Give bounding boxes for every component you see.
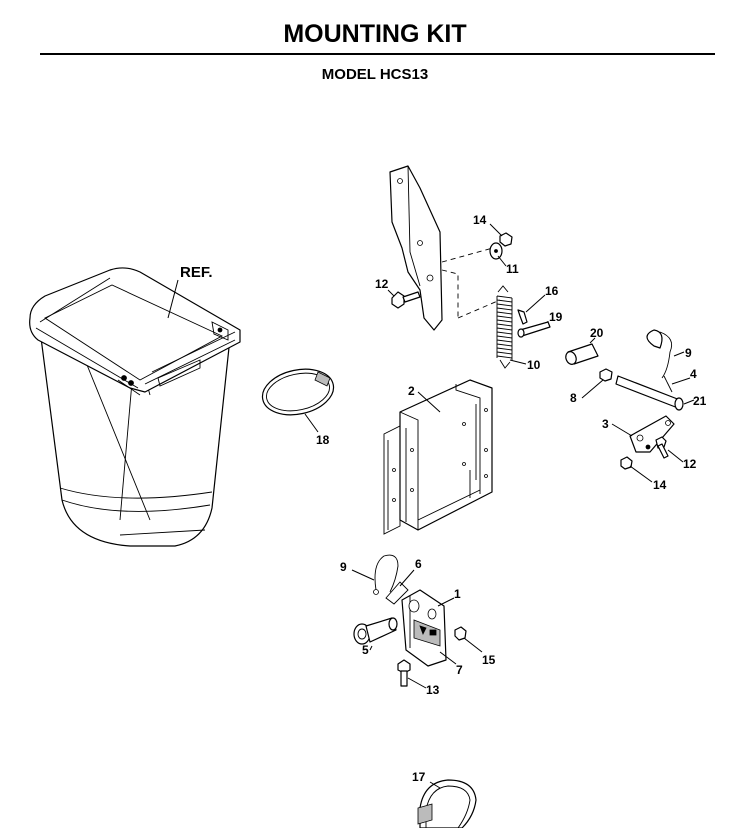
part-1-hitch-plate — [401, 589, 447, 667]
callout-21: 21 — [693, 394, 707, 408]
part-9-lanyard-upper — [646, 329, 673, 379]
callout-12-upper: 12 — [375, 277, 389, 291]
part-12-bolt-lower — [655, 436, 669, 459]
part-3-pivot-plate — [629, 415, 675, 453]
leader-9-lower — [351, 569, 375, 581]
leader-4 — [671, 377, 691, 385]
leader-9-upper — [673, 351, 685, 357]
leader-12-upper — [387, 289, 395, 297]
leader-14-upper — [489, 223, 503, 237]
part-10-spring — [496, 285, 513, 369]
part-16-pin — [517, 309, 528, 325]
callout-14-upper: 14 — [473, 213, 487, 227]
callout-5: 5 — [362, 643, 369, 657]
leader-1 — [437, 597, 455, 607]
upper-mount-bracket — [389, 165, 501, 331]
leader-14-lower — [629, 465, 653, 483]
leader-18 — [304, 413, 319, 433]
callout-3: 3 — [602, 417, 609, 431]
leader-11 — [497, 255, 507, 267]
callout-20: 20 — [590, 326, 604, 340]
leader-3 — [611, 423, 633, 437]
callout-18: 18 — [316, 433, 330, 447]
title-divider — [40, 53, 715, 55]
callout-16: 16 — [545, 284, 559, 298]
leader-10 — [509, 359, 527, 365]
leader-13 — [407, 677, 427, 689]
callout-9-lower: 9 — [340, 560, 347, 574]
callout-11: 11 — [506, 262, 519, 276]
part-11-washer — [489, 242, 503, 260]
model-subtitle: MODEL HCS13 — [321, 66, 429, 83]
callout-14-lower: 14 — [653, 478, 667, 492]
callout-19: 19 — [549, 310, 563, 324]
callout-6: 6 — [415, 557, 422, 571]
part-9-lanyard-lower — [373, 554, 399, 595]
pivot-rod — [615, 375, 684, 411]
leader-7 — [439, 651, 457, 665]
part-14-nut-upper — [499, 232, 513, 247]
callout-4: 4 — [690, 367, 697, 381]
part-14-nut-lower — [620, 456, 633, 470]
leader-16 — [525, 294, 546, 313]
callout-1: 1 — [454, 587, 461, 601]
leader-5 — [369, 645, 373, 651]
ref-label: REF. — [180, 264, 213, 281]
callout-12-lower: 12 — [683, 457, 697, 471]
callout-7: 7 — [456, 663, 463, 677]
part-17-clamp — [417, 779, 477, 828]
callout-17: 17 — [412, 770, 426, 784]
leader-8 — [581, 379, 604, 399]
callout-15: 15 — [482, 653, 496, 667]
page-title: MOUNTING KIT — [283, 20, 467, 48]
part-4-clip — [663, 375, 673, 393]
leader-20 — [589, 337, 596, 344]
part-6-clip — [385, 581, 409, 605]
part-13-bolt — [397, 659, 411, 687]
part-19-pin — [517, 321, 551, 338]
callout-13: 13 — [426, 683, 440, 697]
leader-12-lower — [667, 449, 684, 463]
leader-6 — [399, 569, 415, 587]
part-5-hitch-pin — [353, 617, 398, 645]
part-2-mounting-plate — [383, 379, 493, 535]
leader-21 — [683, 399, 695, 405]
part-12-bolt-upper — [391, 291, 421, 309]
leader-15 — [463, 637, 483, 653]
leader-17 — [429, 781, 441, 789]
part-15-nut — [454, 626, 467, 641]
part-20-spacer — [565, 343, 599, 365]
part-8-nut — [599, 368, 613, 382]
callout-8: 8 — [570, 391, 577, 405]
ref-leader — [167, 279, 179, 319]
part-18-clamp — [261, 368, 335, 416]
callout-10: 10 — [527, 358, 541, 372]
callout-2: 2 — [408, 384, 415, 398]
callout-9-upper: 9 — [685, 346, 692, 360]
collection-bag-ref — [29, 267, 241, 547]
leader-2 — [417, 391, 441, 413]
